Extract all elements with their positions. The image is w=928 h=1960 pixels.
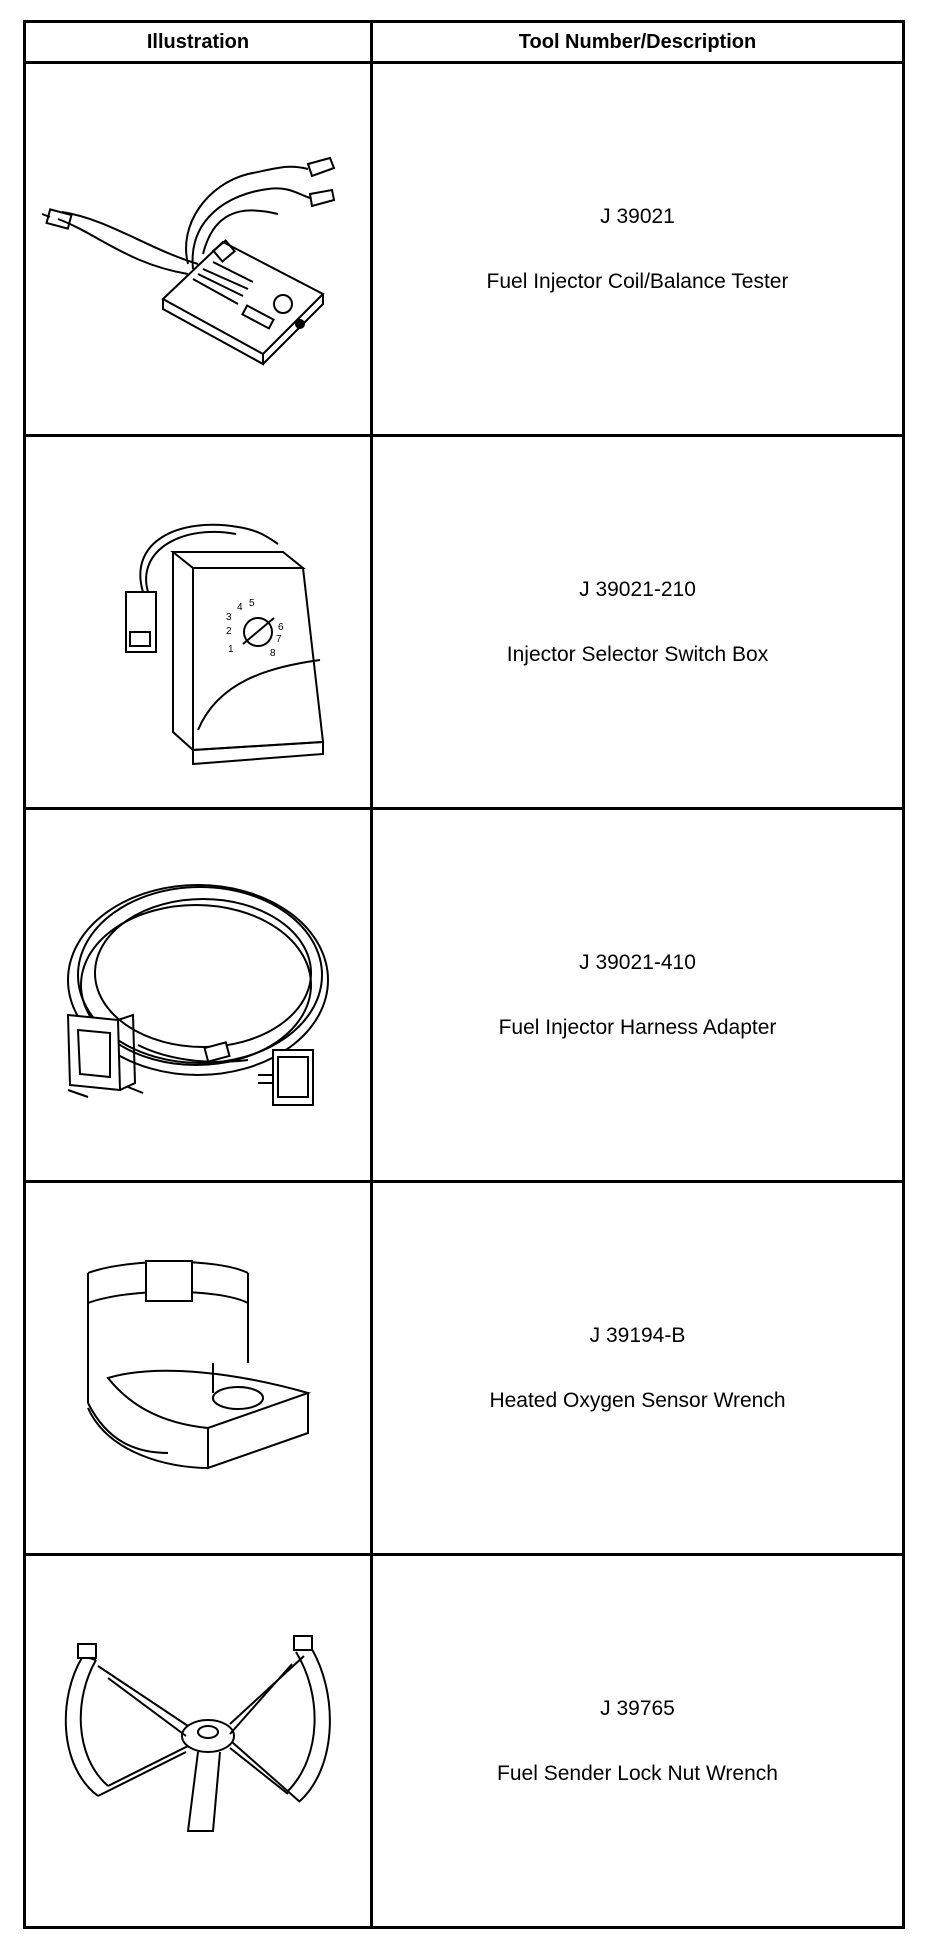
description-cell: J 39765 Fuel Sender Lock Nut Wrench	[370, 1553, 905, 1929]
dial-number: 1	[228, 644, 234, 655]
illustration-cell	[23, 1180, 373, 1556]
tool-description: Fuel Injector Coil/Balance Tester	[486, 269, 789, 293]
tool-number: J 39021-410	[579, 950, 696, 974]
description-cell: J 39021-210 Injector Selector Switch Box	[370, 434, 905, 810]
tool-description: Fuel Injector Harness Adapter	[498, 1015, 777, 1039]
tool-number: J 39194-B	[589, 1323, 686, 1347]
tool-description: Injector Selector Switch Box	[506, 642, 769, 666]
illustration-cell	[23, 61, 373, 437]
table-row: J 39194-B Heated Oxygen Sensor Wrench	[23, 1180, 905, 1556]
description-header: Tool Number/Description	[370, 20, 905, 64]
injector-tester-icon	[38, 124, 358, 374]
table-row: J 39765 Fuel Sender Lock Nut Wrench	[23, 1553, 905, 1929]
dial-number: 7	[276, 634, 282, 645]
tool-table: Illustration Tool Number/Description	[23, 20, 905, 1929]
harness-adapter-icon	[48, 845, 348, 1145]
dial-number: 6	[278, 622, 284, 633]
selector-switch-box-icon: 3 4 5 2 1 6 7 8	[48, 472, 348, 772]
tool-number: J 39021-210	[579, 577, 696, 601]
dial-number: 8	[270, 648, 276, 659]
dial-number: 3	[226, 612, 232, 623]
table-row: J 39021-410 Fuel Injector Harness Adapte…	[23, 807, 905, 1183]
tool-number: J 39021	[600, 204, 675, 228]
description-cell: J 39194-B Heated Oxygen Sensor Wrench	[370, 1180, 905, 1556]
table-row: J 39021 Fuel Injector Coil/Balance Teste…	[23, 61, 905, 437]
description-cell: J 39021-410 Fuel Injector Harness Adapte…	[370, 807, 905, 1183]
description-cell: J 39021 Fuel Injector Coil/Balance Teste…	[370, 61, 905, 437]
dial-number: 2	[226, 626, 232, 637]
illustration-cell	[23, 1553, 373, 1929]
table-row: 3 4 5 2 1 6 7 8 J 39021-210 Injector Sel…	[23, 434, 905, 810]
dial-number: 4	[237, 602, 243, 613]
header-row: Illustration Tool Number/Description	[23, 20, 905, 64]
tool-number: J 39765	[600, 1696, 675, 1720]
tool-description: Fuel Sender Lock Nut Wrench	[497, 1761, 778, 1785]
illustration-cell	[23, 807, 373, 1183]
lock-nut-wrench-icon	[38, 1616, 358, 1866]
dial-number: 5	[249, 598, 255, 609]
illustration-cell: 3 4 5 2 1 6 7 8	[23, 434, 373, 810]
oxygen-sensor-wrench-icon	[48, 1243, 348, 1493]
illustration-header: Illustration	[23, 20, 373, 64]
tool-description: Heated Oxygen Sensor Wrench	[489, 1388, 786, 1412]
